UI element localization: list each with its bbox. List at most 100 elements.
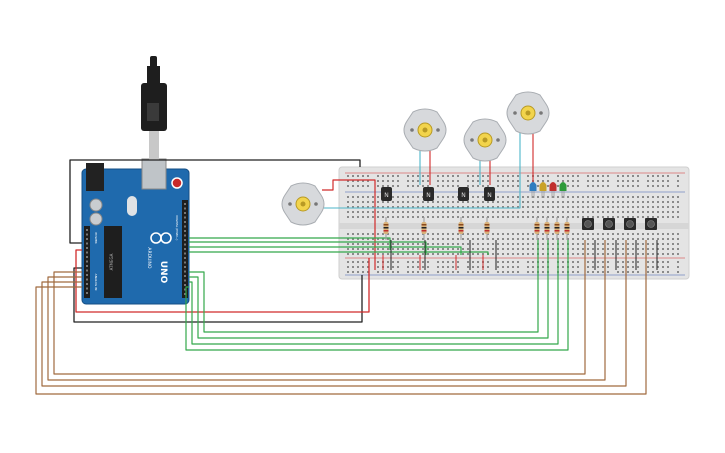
breadboard-hole[interactable]: [622, 233, 624, 235]
breadboard-hole[interactable]: [537, 201, 539, 203]
breadboard-hole[interactable]: [412, 238, 414, 240]
breadboard-hole[interactable]: [502, 238, 504, 240]
breadboard-hole[interactable]: [647, 243, 649, 245]
breadboard-hole[interactable]: [537, 206, 539, 208]
breadboard-hole[interactable]: [677, 206, 679, 208]
header-pin[interactable]: [86, 242, 88, 245]
breadboard-hole[interactable]: [422, 216, 424, 218]
breadboard-hole[interactable]: [502, 266, 504, 268]
breadboard-hole[interactable]: [402, 201, 404, 203]
breadboard-hole[interactable]: [657, 248, 659, 250]
breadboard-hole[interactable]: [662, 238, 664, 240]
breadboard-hole[interactable]: [392, 261, 394, 263]
breadboard-hole[interactable]: [642, 211, 644, 213]
breadboard-hole[interactable]: [382, 216, 384, 218]
breadboard-hole[interactable]: [397, 175, 399, 177]
header-pin[interactable]: [184, 261, 186, 264]
breadboard-hole[interactable]: [362, 266, 364, 268]
breadboard-hole[interactable]: [447, 266, 449, 268]
breadboard-hole[interactable]: [457, 211, 459, 213]
wire-brown[interactable]: [53, 240, 586, 375]
breadboard-hole[interactable]: [587, 261, 589, 263]
breadboard-hole[interactable]: [417, 271, 419, 273]
breadboard-hole[interactable]: [642, 238, 644, 240]
breadboard-hole[interactable]: [377, 206, 379, 208]
breadboard-hole[interactable]: [607, 243, 609, 245]
breadboard-hole[interactable]: [442, 180, 444, 182]
breadboard-hole[interactable]: [582, 201, 584, 203]
breadboard-hole[interactable]: [387, 243, 389, 245]
breadboard-hole[interactable]: [602, 233, 604, 235]
breadboard-hole[interactable]: [407, 185, 409, 187]
breadboard-hole[interactable]: [442, 201, 444, 203]
breadboard-hole[interactable]: [512, 201, 514, 203]
breadboard-hole[interactable]: [432, 201, 434, 203]
breadboard-hole[interactable]: [507, 206, 509, 208]
wire-brown[interactable]: [41, 240, 627, 387]
header-pin[interactable]: [184, 266, 186, 268]
breadboard-hole[interactable]: [472, 216, 474, 218]
breadboard-hole[interactable]: [357, 248, 359, 250]
breadboard-hole[interactable]: [452, 196, 454, 198]
breadboard-hole[interactable]: [512, 206, 514, 208]
breadboard-hole[interactable]: [437, 180, 439, 182]
breadboard-hole[interactable]: [362, 238, 364, 240]
breadboard-hole[interactable]: [417, 243, 419, 245]
breadboard-hole[interactable]: [502, 206, 504, 208]
breadboard-hole[interactable]: [432, 233, 434, 235]
breadboard-hole[interactable]: [677, 248, 679, 250]
breadboard-hole[interactable]: [472, 233, 474, 235]
wire-gnd-black[interactable]: [73, 267, 363, 323]
breadboard-hole[interactable]: [402, 253, 404, 255]
breadboard-hole[interactable]: [362, 206, 364, 208]
breadboard-hole[interactable]: [557, 175, 559, 177]
breadboard-hole[interactable]: [612, 248, 614, 250]
breadboard-hole[interactable]: [607, 271, 609, 273]
breadboard-hole[interactable]: [592, 216, 594, 218]
breadboard-hole[interactable]: [392, 253, 394, 255]
led[interactable]: [529, 182, 537, 198]
breadboard-hole[interactable]: [652, 185, 654, 187]
breadboard-hole[interactable]: [452, 180, 454, 182]
breadboard-hole[interactable]: [442, 261, 444, 263]
breadboard-hole[interactable]: [607, 253, 609, 255]
breadboard-hole[interactable]: [572, 253, 574, 255]
breadboard-hole[interactable]: [512, 185, 514, 187]
breadboard-hole[interactable]: [627, 196, 629, 198]
breadboard-hole[interactable]: [577, 266, 579, 268]
breadboard-hole[interactable]: [447, 253, 449, 255]
breadboard-hole[interactable]: [402, 238, 404, 240]
breadboard-hole[interactable]: [362, 233, 364, 235]
breadboard-hole[interactable]: [647, 266, 649, 268]
breadboard-hole[interactable]: [397, 201, 399, 203]
breadboard-hole[interactable]: [642, 201, 644, 203]
breadboard-hole[interactable]: [377, 180, 379, 182]
breadboard-hole[interactable]: [537, 238, 539, 240]
breadboard-hole[interactable]: [577, 248, 579, 250]
breadboard-hole[interactable]: [457, 201, 459, 203]
breadboard-hole[interactable]: [502, 180, 504, 182]
breadboard-hole[interactable]: [472, 253, 474, 255]
breadboard-hole[interactable]: [657, 201, 659, 203]
header-pin[interactable]: [184, 293, 186, 295]
breadboard-hole[interactable]: [472, 201, 474, 203]
breadboard-hole[interactable]: [372, 211, 374, 213]
breadboard-hole[interactable]: [507, 243, 509, 245]
breadboard-hole[interactable]: [622, 206, 624, 208]
breadboard-hole[interactable]: [652, 238, 654, 240]
breadboard-hole[interactable]: [482, 216, 484, 218]
dc-motor[interactable]: [403, 108, 447, 152]
breadboard-hole[interactable]: [487, 185, 489, 187]
breadboard-hole[interactable]: [397, 271, 399, 273]
breadboard-hole[interactable]: [357, 216, 359, 218]
breadboard-hole[interactable]: [547, 201, 549, 203]
breadboard-hole[interactable]: [392, 185, 394, 187]
breadboard-hole[interactable]: [447, 201, 449, 203]
dc-motor[interactable]: [506, 91, 550, 135]
breadboard-hole[interactable]: [392, 211, 394, 213]
breadboard-hole[interactable]: [492, 248, 494, 250]
breadboard-hole[interactable]: [457, 243, 459, 245]
breadboard-hole[interactable]: [637, 253, 639, 255]
npn-transistor[interactable]: N: [458, 187, 469, 201]
breadboard-hole[interactable]: [487, 216, 489, 218]
